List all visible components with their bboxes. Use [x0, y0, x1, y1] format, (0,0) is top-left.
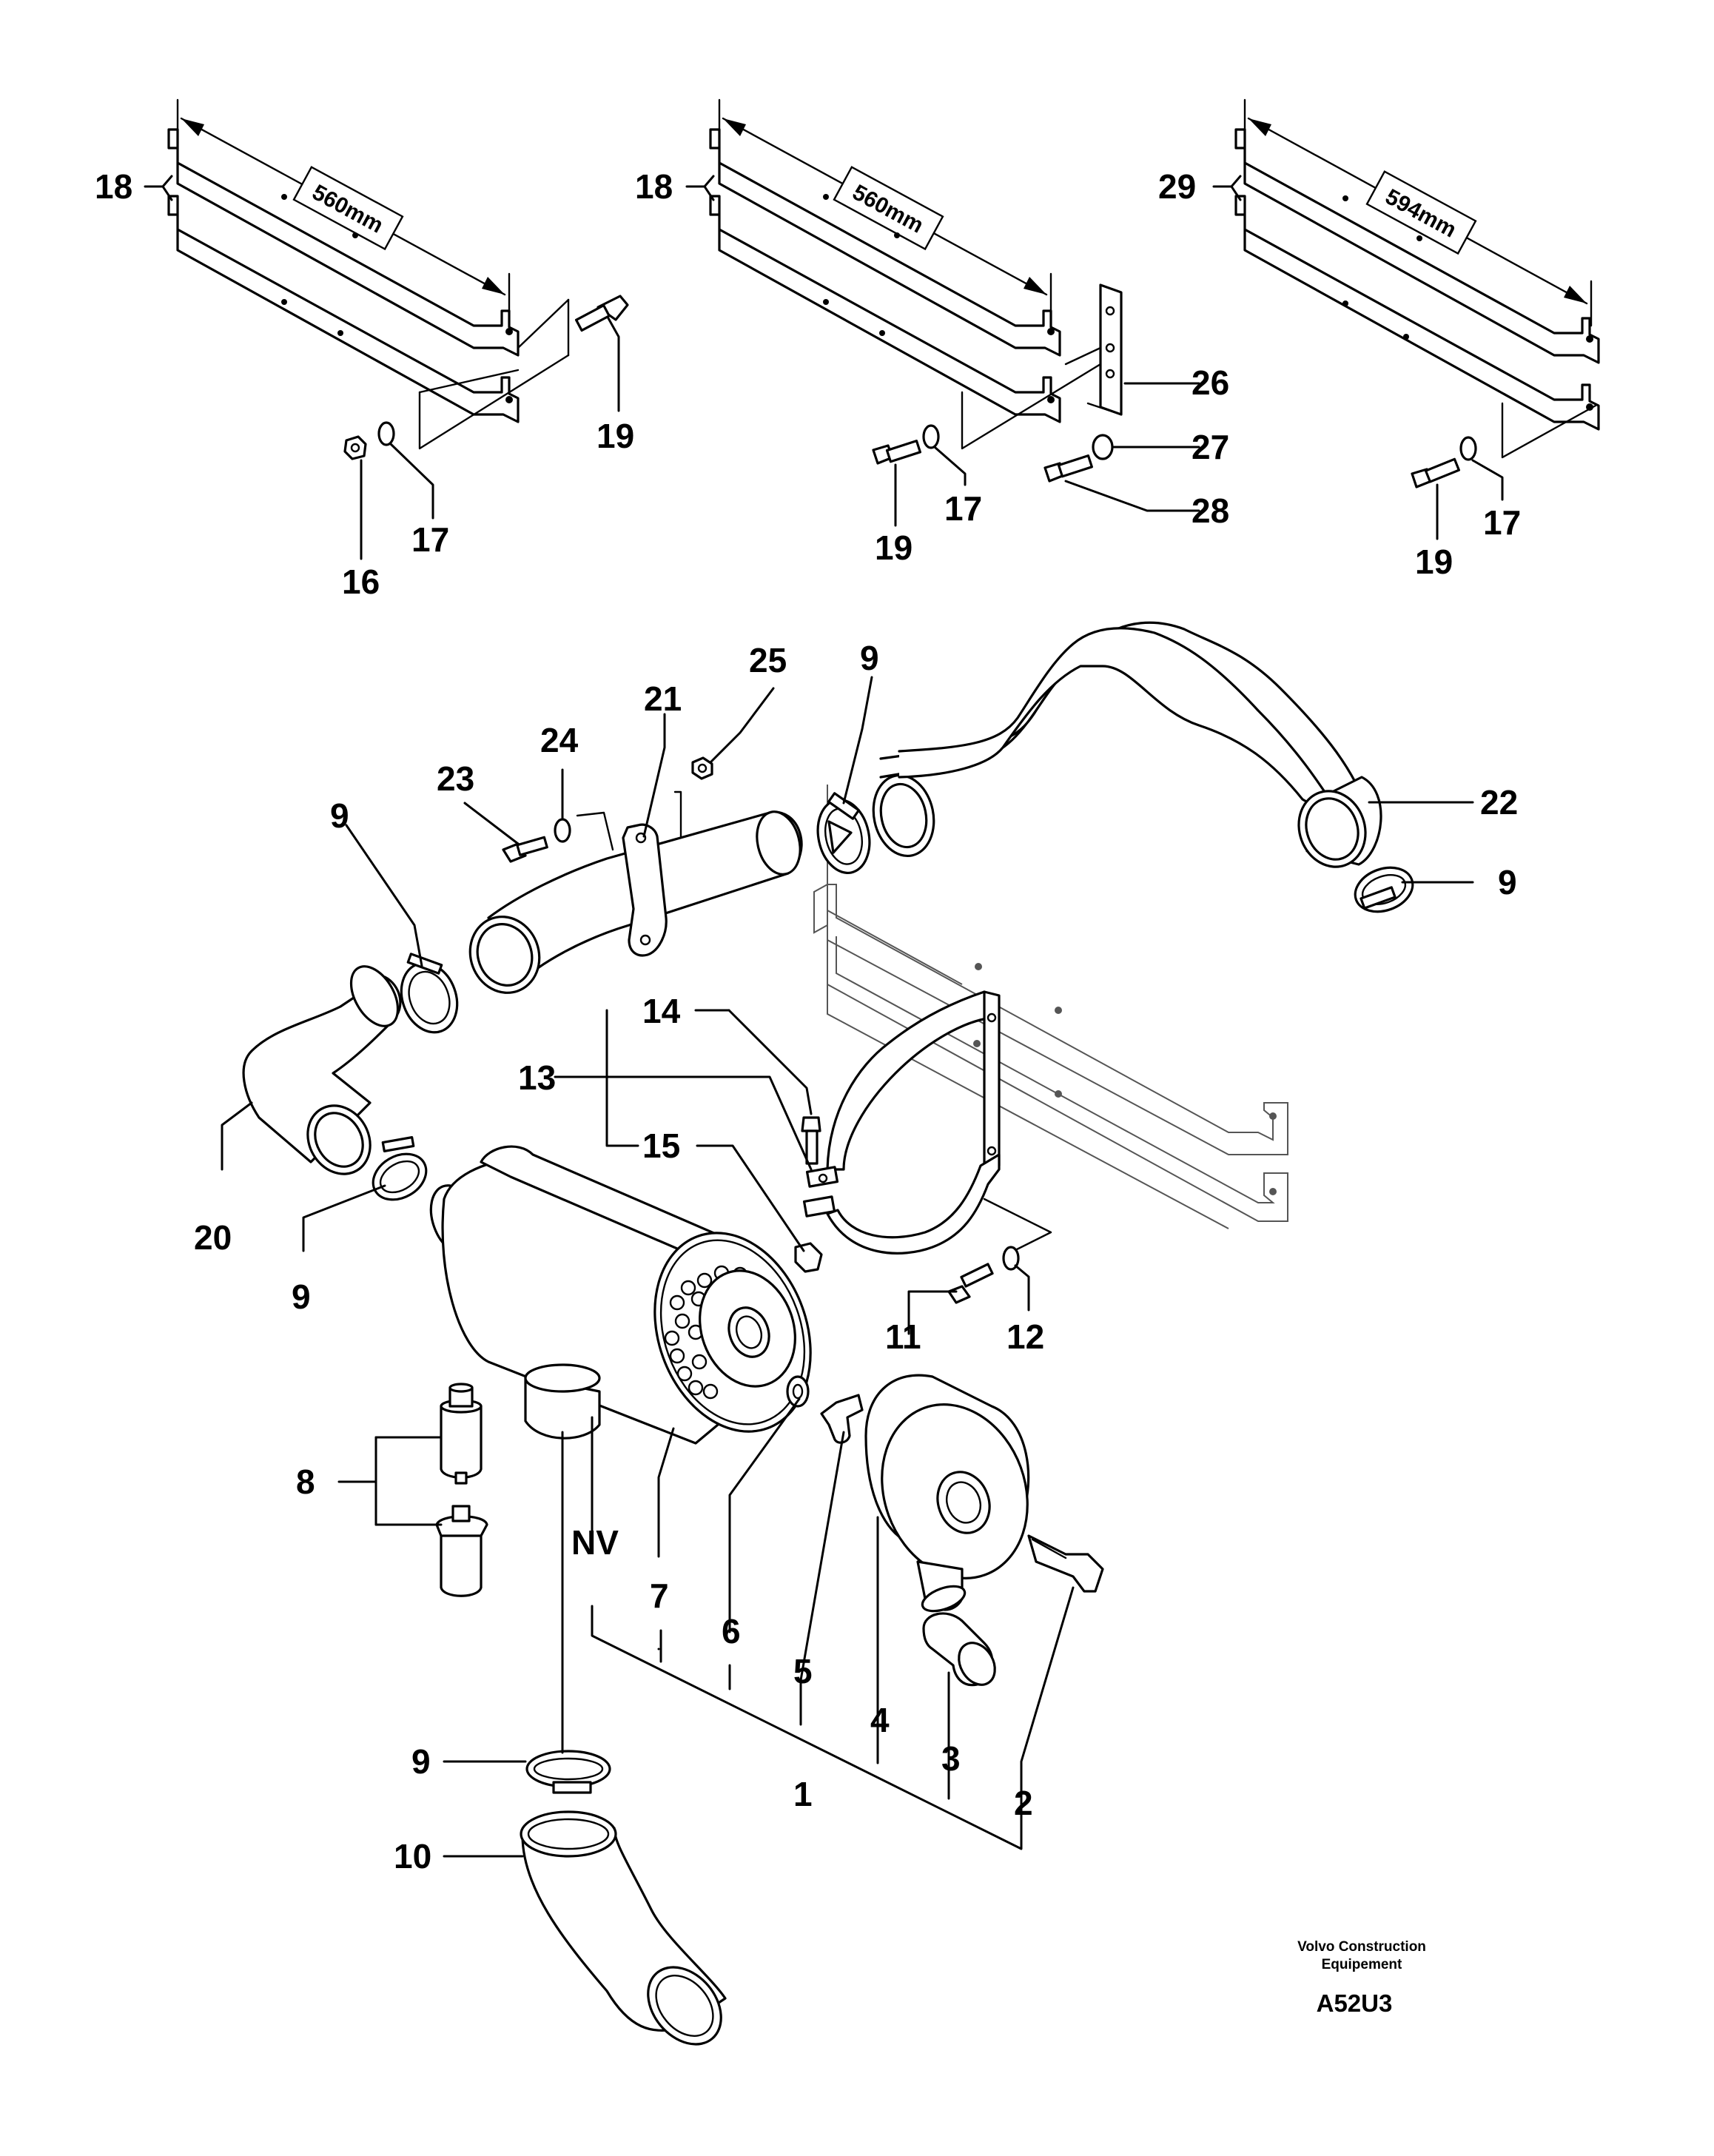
callout-22: 22: [1480, 783, 1518, 822]
bracket-set-a: 560mm: [167, 98, 629, 460]
callout-24: 24: [540, 721, 579, 759]
brand-line-2: Equipement: [1322, 1957, 1402, 1972]
callout-27: 27: [1192, 428, 1229, 466]
callout-13: 13: [518, 1058, 556, 1097]
hose-clamp-lower: [525, 1750, 611, 1794]
callout-7: 7: [650, 1576, 669, 1615]
callout-9-elbow: 9: [292, 1277, 311, 1316]
intake-hose-long: [872, 621, 1382, 868]
hose-clamp-elbow-lower: [372, 1136, 428, 1201]
footer-brand: Volvo Construction Equipement A52U3: [1297, 1939, 1426, 2017]
callout-4: 4: [870, 1701, 890, 1739]
callout-20: 20: [194, 1218, 232, 1257]
callout-3: 3: [941, 1739, 961, 1778]
callout-17-a: 17: [411, 520, 449, 559]
filter-mounting-band: [802, 990, 1001, 1255]
bracket-set-c: 594mm: [1234, 98, 1600, 488]
washer-12: [1002, 1246, 1020, 1271]
leader-lines: [144, 175, 1504, 1858]
callout-28: 28: [1192, 491, 1229, 530]
callout-labels: 18 16 17 19 18 26 27 28 17 19 29 17 19 9…: [95, 167, 1521, 1875]
nut-25: [691, 756, 713, 780]
callout-2: 2: [1014, 1784, 1033, 1822]
callout-16: 16: [342, 562, 380, 601]
callout-15: 15: [642, 1126, 680, 1165]
support-bar-a-lower: [167, 195, 520, 423]
hose-clamp-upper-right: [1354, 866, 1414, 913]
hose-clamp-upper-middle: [816, 792, 871, 875]
support-bar-b-upper: [709, 128, 1061, 357]
bolt-b2: [1043, 454, 1093, 483]
mounting-plate-b: [1064, 283, 1123, 416]
callout-9-left: 9: [330, 796, 349, 835]
bolt-2: [1027, 1534, 1104, 1593]
callout-23: 23: [437, 759, 474, 798]
callout-12: 12: [1006, 1317, 1044, 1356]
drawing-code: A52U3: [1317, 1989, 1393, 2017]
callout-29: 29: [1158, 167, 1196, 206]
callout-17-b: 17: [944, 489, 982, 528]
washer-b1: [922, 424, 940, 449]
filter-cover-4: [864, 1374, 1030, 1613]
callout-9-right: 9: [1498, 863, 1517, 901]
indicator-8-lower: [435, 1505, 488, 1597]
hose-clamp-elbow-upper: [400, 953, 459, 1034]
callout-26: 26: [1192, 363, 1229, 402]
support-bar-b-lower: [709, 195, 1061, 423]
air-filter-housing: [429, 1145, 812, 1445]
washer-c: [1459, 436, 1477, 461]
callout-6: 6: [722, 1612, 741, 1650]
support-bar-c-upper: [1234, 128, 1600, 364]
pipe-mounting-flange: [622, 823, 668, 957]
nut-15: [794, 1242, 823, 1273]
bolt-23: [502, 836, 548, 863]
callout-9-lower: 9: [411, 1742, 431, 1781]
rear-support-bars-ghost: [813, 785, 1288, 1229]
bolt-11: [947, 1263, 994, 1304]
intake-pipe-with-bracket: [468, 810, 803, 994]
callout-10: 10: [394, 1837, 431, 1875]
washer-24: [554, 818, 571, 843]
washer-b2: [1092, 434, 1114, 460]
brand-line-1: Volvo Construction: [1297, 1939, 1426, 1955]
dust-valve-3: [922, 1612, 996, 1687]
wing-nut-5: [820, 1394, 864, 1444]
indicator-8-upper: [440, 1383, 483, 1485]
callout-18-b: 18: [635, 167, 673, 206]
bolt-14: [801, 1116, 821, 1165]
callout-nv: NV: [571, 1523, 619, 1562]
bolt-c: [1411, 457, 1460, 488]
callout-18-a: 18: [95, 167, 132, 206]
callout-21: 21: [644, 679, 682, 718]
bolt-a: [574, 295, 629, 332]
callout-19-a: 19: [596, 417, 634, 455]
bolt-b1: [872, 439, 921, 465]
callout-19-c: 19: [1415, 543, 1453, 581]
callout-8: 8: [296, 1462, 315, 1501]
nut-a: [343, 435, 367, 460]
bracket-set-b: 560mm: [709, 98, 1123, 483]
washer-a: [377, 421, 395, 446]
support-bar-a-upper: [167, 128, 520, 357]
elbow-hose: [242, 965, 402, 1175]
callout-9-top: 9: [860, 639, 879, 677]
callout-11: 11: [885, 1317, 921, 1356]
callout-14: 14: [642, 992, 681, 1030]
callout-17-c: 17: [1483, 503, 1521, 542]
callout-5: 5: [793, 1652, 813, 1690]
callout-1: 1: [793, 1775, 813, 1813]
outlet-elbow-hose: [520, 1810, 727, 2046]
seal-washer-6: [786, 1375, 810, 1408]
callout-19-b: 19: [875, 528, 913, 567]
callout-25: 25: [749, 641, 787, 679]
